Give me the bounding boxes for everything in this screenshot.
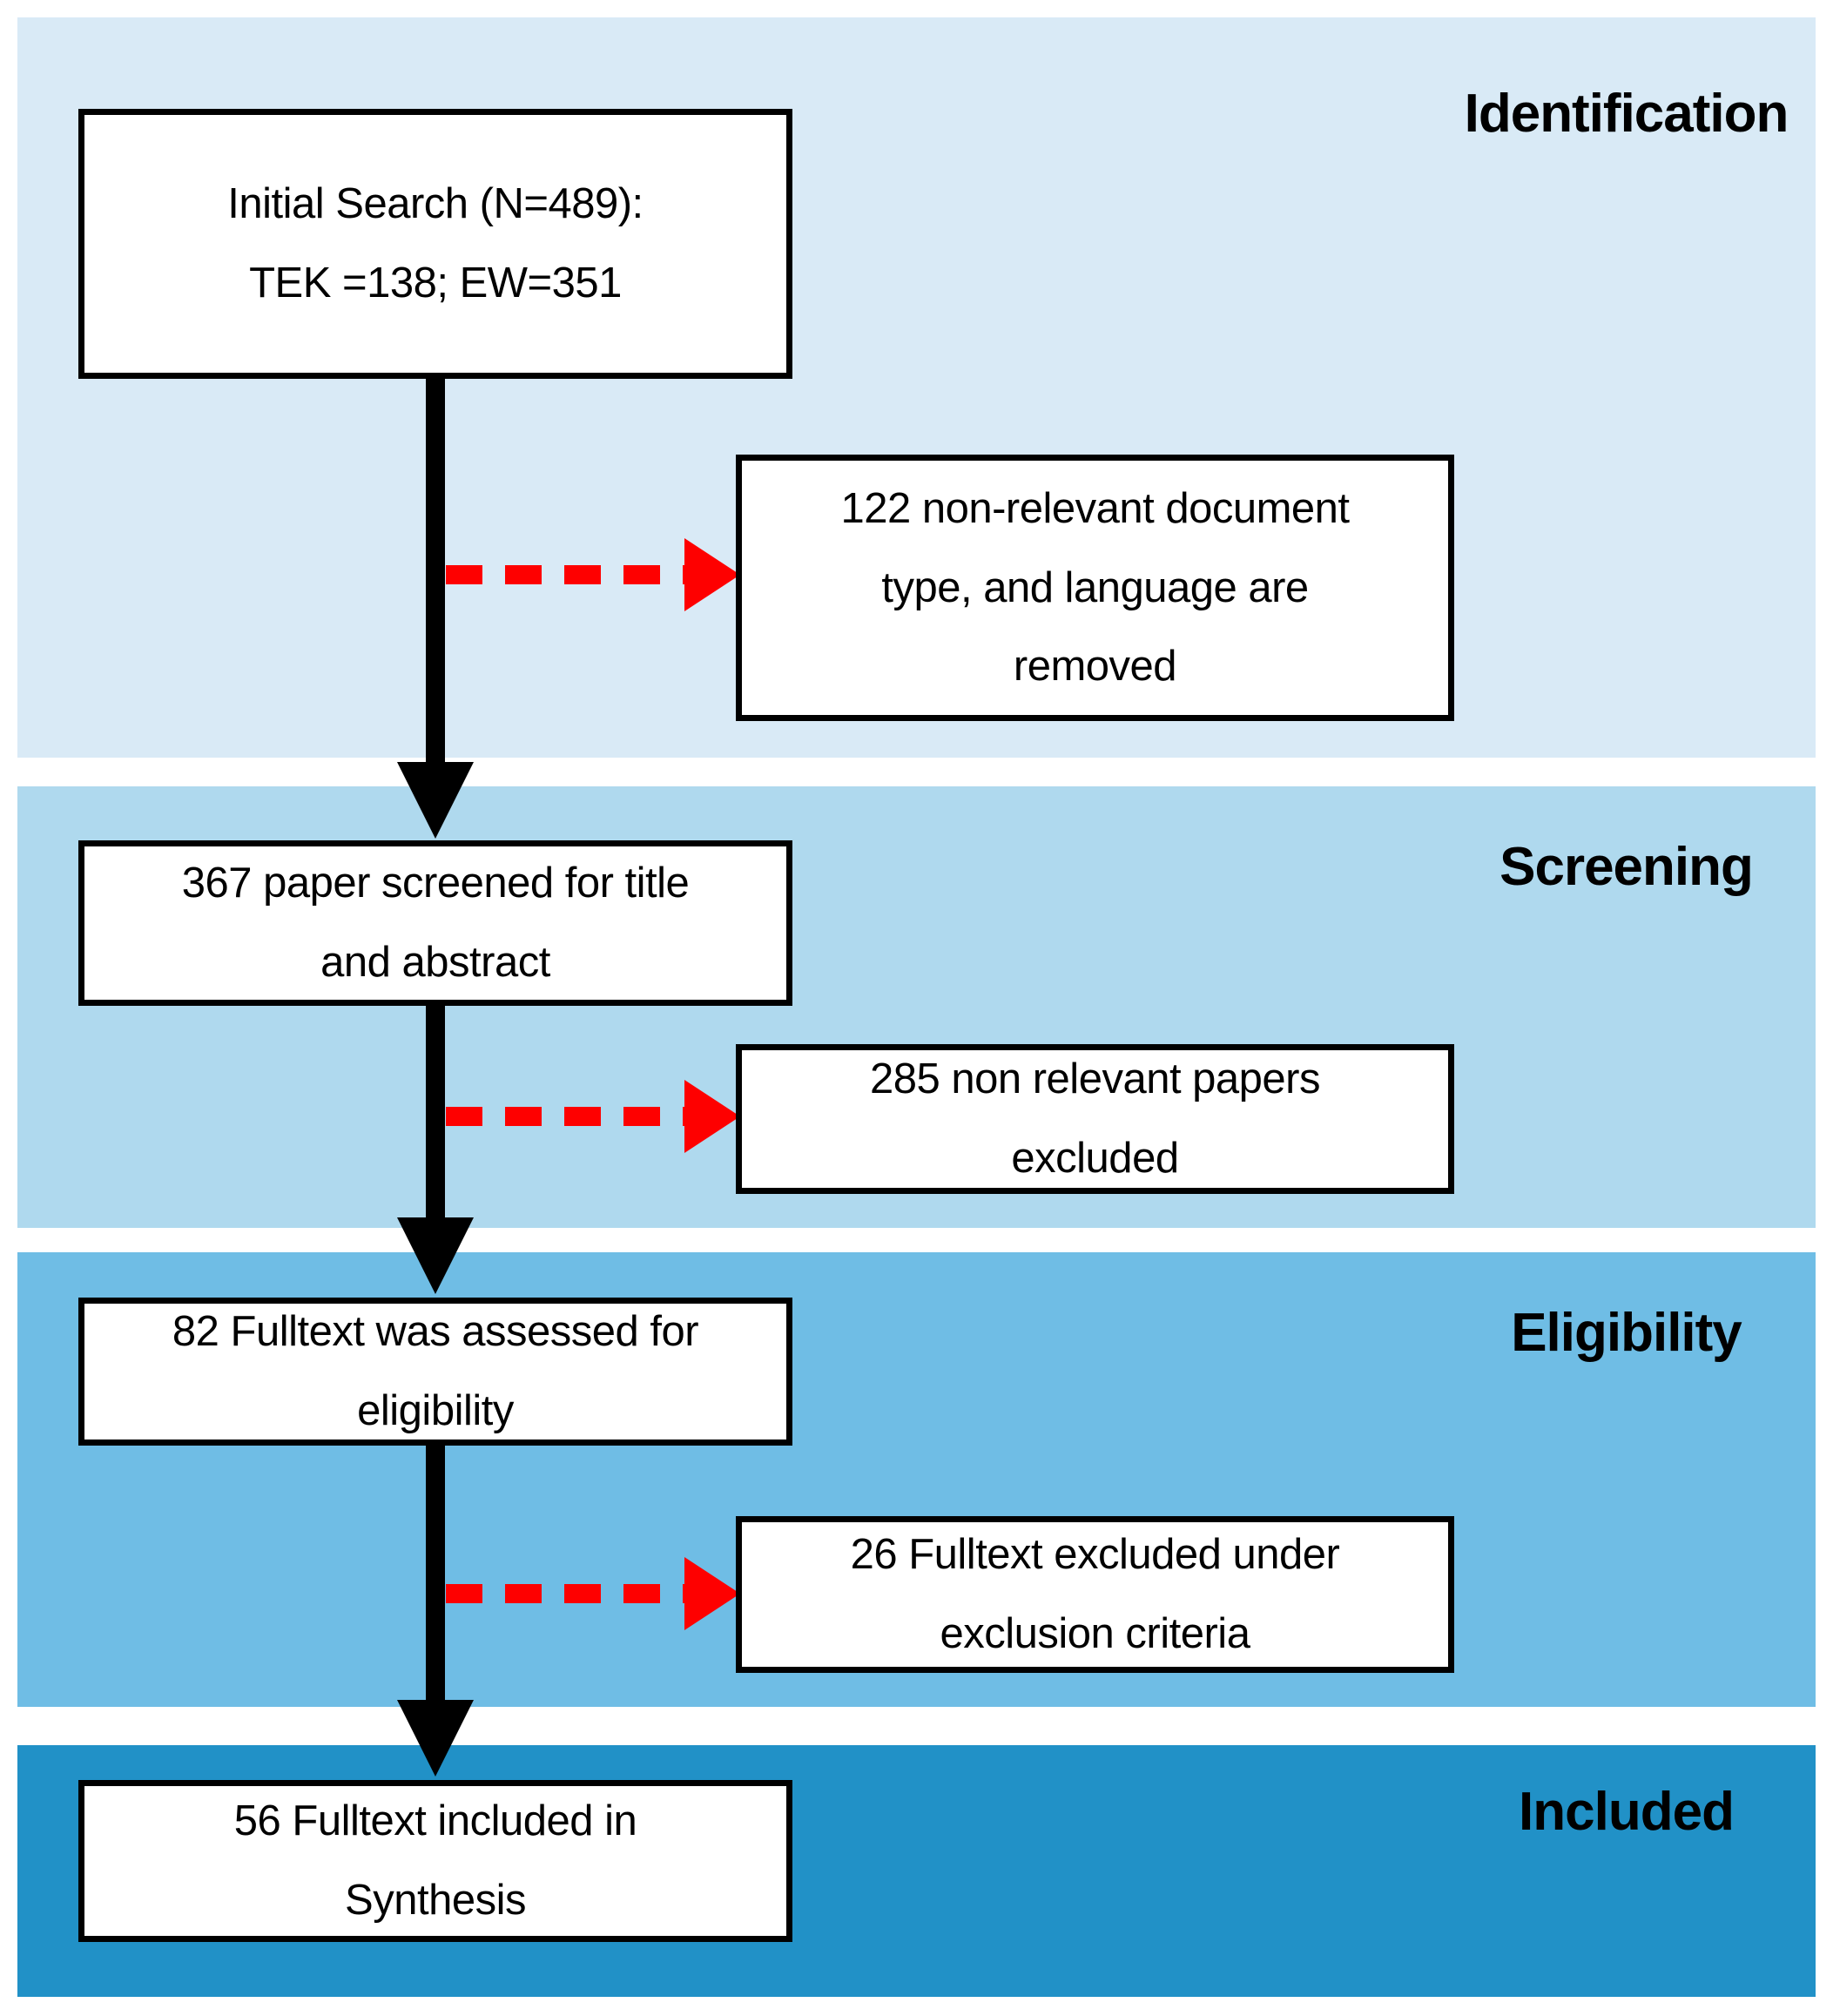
excluded-papers-box: 285 non relevant papers excluded xyxy=(736,1044,1454,1194)
removed-documents-box: 122 non-relevant document type, and lang… xyxy=(736,455,1454,721)
box-text-line: exclusion criteria xyxy=(940,1610,1250,1657)
box-text-line: type, and language are xyxy=(881,563,1309,611)
box-text-line: TEK =138; EW=351 xyxy=(249,260,622,307)
screened-papers-box: 367 paper screened for title and abstrac… xyxy=(78,840,792,1006)
identification-title: Identification xyxy=(1464,84,1789,144)
box-text-line: 82 Fulltext was assessed for xyxy=(172,1308,699,1356)
fulltext-assessed-box: 82 Fulltext was assessed for eligibility xyxy=(78,1298,792,1446)
included-title: Included xyxy=(1519,1782,1735,1842)
included-synthesis-box: 56 Fulltext included in Synthesis xyxy=(78,1780,792,1942)
screening-title: Screening xyxy=(1499,837,1754,897)
box-text-line: Synthesis xyxy=(345,1877,526,1924)
box-text-line: removed xyxy=(1013,643,1177,691)
eligibility-title: Eligibility xyxy=(1511,1303,1742,1363)
fulltext-excluded-box: 26 Fulltext excluded under exclusion cri… xyxy=(736,1516,1454,1673)
box-text-line: eligibility xyxy=(357,1387,514,1434)
box-text-line: 26 Fulltext excluded under xyxy=(850,1531,1340,1579)
box-text-line: excluded xyxy=(1011,1135,1179,1182)
box-text-line: Initial Search (N=489): xyxy=(227,180,644,228)
box-text-line: 367 paper screened for title xyxy=(181,860,690,907)
box-text-line: 285 non relevant papers xyxy=(870,1055,1321,1103)
initial-search-box: Initial Search (N=489): TEK =138; EW=351 xyxy=(78,109,792,379)
box-text-line: and abstract xyxy=(320,939,550,986)
box-text-line: 122 non-relevant document xyxy=(840,485,1350,533)
box-text-line: 56 Fulltext included in xyxy=(233,1797,637,1845)
